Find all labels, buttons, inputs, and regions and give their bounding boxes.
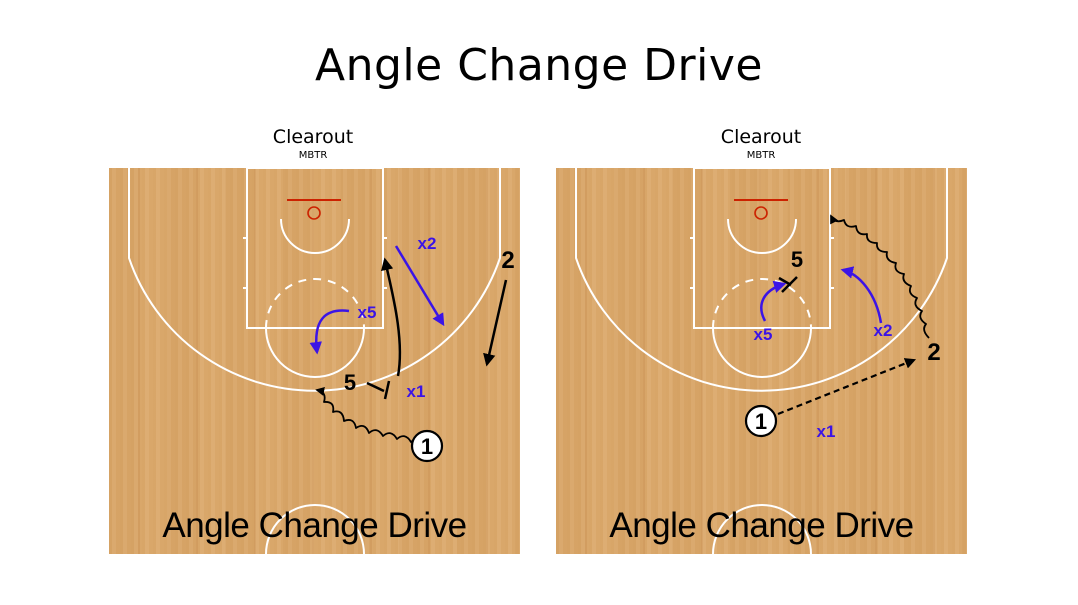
panel-right-subtitle: MBTR [746,150,776,161]
player-2-label: 2 [501,247,514,274]
defender-x5-label: x5 [754,325,773,344]
defense-path-x5 [760,280,787,322]
panel-left-title: Clearout [272,126,354,148]
panel-right-title: Clearout [720,126,802,148]
player-5-label: 5 [791,247,803,272]
player-5-label: 5 [344,370,356,395]
defender-x1-label: x1 [817,422,836,441]
player-1-label: 1 [755,409,767,434]
defender-x5-label: x5 [358,303,377,322]
cut-path-2 [483,279,508,367]
court-right-caption: Angle Change Drive [609,506,914,545]
panel-left-subtitle: MBTR [298,150,328,161]
defense-path-x2 [840,266,883,324]
cut-path-5 [380,257,402,377]
court-left-caption: Angle Change Drive [162,506,467,545]
pass-path-1-to-2 [777,358,917,416]
player-1-circle [410,429,444,463]
defense-path-x2 [394,245,445,327]
defender-x2-label: x2 [874,321,893,340]
court-lines [575,168,948,554]
screen-5-line [366,381,385,393]
defense-path-x5 [309,309,350,355]
court-right-diagram: 1 2 5 x5 x2 x1 [575,168,948,554]
dribble-path-2 [830,214,930,339]
player-2-label: 2 [927,339,940,366]
court-lines [128,168,501,554]
dribble-path-1 [315,387,426,446]
player-1-label: 1 [421,434,433,459]
screen-5-bar [781,276,798,293]
court-left: 1 2 5 x2 x5 x1 Angle Change Drive [109,168,520,554]
court-right: 1 2 5 x5 x2 x1 Angle Change Drive [556,168,967,554]
court-left-diagram: 1 2 5 x2 x5 x1 [128,168,515,554]
player-1-circle [744,404,778,438]
defender-x1-label: x1 [407,382,426,401]
rim [754,206,768,220]
slide-title: Angle Change Drive [315,40,763,91]
rim [307,206,321,220]
screen-5-bar [383,380,391,400]
defender-x2-label: x2 [418,234,437,253]
